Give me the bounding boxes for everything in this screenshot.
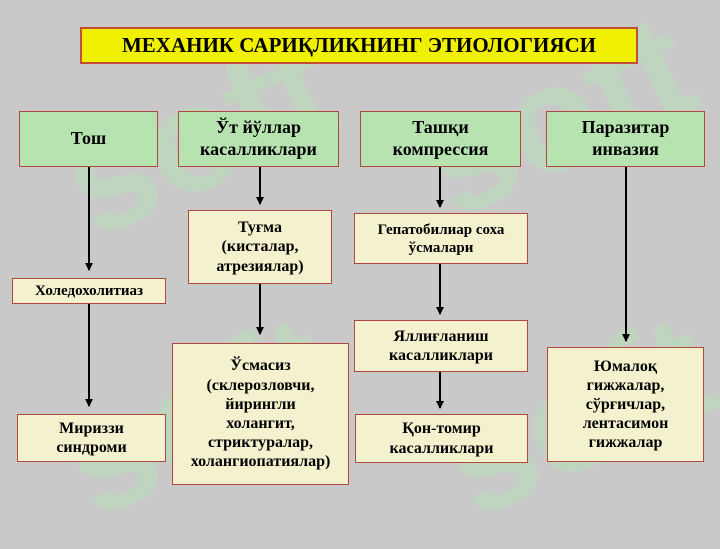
node-acquired-nontumor: Ўсмасиз (склерозловчи, йирингли холангит… [172, 343, 349, 485]
header-external-compression: Ташқи компрессия [360, 111, 521, 167]
diagram-title: МЕХАНИК САРИҚЛИКНИНГ ЭТИОЛОГИЯСИ [80, 27, 638, 64]
header-stones: Тош [19, 111, 158, 167]
node-choledocholithiasis: Холедохолитиаз [12, 278, 166, 304]
node-hepatobiliary-tumors: Гепатобилиар соха ўсмалари [354, 213, 528, 264]
node-parasites: Юмалоқ гижжалар, сўрғичлар, лентасимон г… [547, 347, 704, 462]
node-inflammatory-diseases: Яллиғланиш касалликлари [354, 320, 528, 372]
header-parasitic-invasion: Паразитар инвазия [546, 111, 705, 167]
node-vascular-diseases: Қон-томир касалликлари [355, 414, 528, 463]
node-congenital: Туғма (кисталар, атрезиялар) [188, 210, 332, 284]
header-bile-duct-diseases: Ўт йўллар касалликлари [178, 111, 339, 167]
node-mirizzi-syndrome: Мириззи синдроми [17, 414, 166, 462]
